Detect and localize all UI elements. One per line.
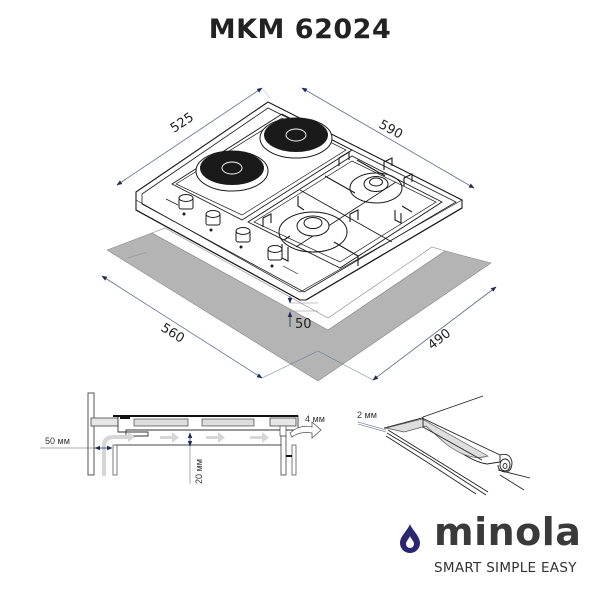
installation-section: 50 мм 20 мм 4 мм	[40, 392, 325, 484]
electric-burner-rear	[259, 117, 333, 159]
label-525: 525	[168, 110, 197, 136]
label-rear-vent: 4 мм	[305, 414, 325, 424]
water-drop-logo-icon	[400, 524, 420, 553]
label-seal-thickness: 2 мм	[357, 410, 377, 420]
knob-4	[267, 245, 283, 268]
label-590: 590	[376, 117, 405, 142]
gas-burner-large	[278, 211, 348, 253]
control-knobs	[165, 194, 299, 275]
countertop-cutout	[106, 227, 492, 382]
knob-1	[178, 194, 194, 216]
knob-2	[205, 210, 221, 232]
knob-3	[235, 227, 251, 249]
label-490: 490	[425, 326, 454, 353]
brand-slogan: SMART SIMPLE EASY	[434, 560, 577, 576]
brand-logo: minola SMART SIMPLE EASY	[392, 510, 592, 586]
electric-burner-front	[195, 150, 269, 192]
brand-name: minola	[434, 510, 582, 554]
label-side-gap: 50 мм	[45, 436, 70, 446]
seal-detail: 2 мм	[357, 395, 531, 496]
label-air-gap: 20 мм	[194, 459, 204, 484]
label-560: 560	[158, 321, 187, 347]
label-50: 50	[295, 317, 312, 332]
dimension-50: 50	[287, 296, 318, 332]
model-title: MKM 62024	[208, 14, 392, 45]
